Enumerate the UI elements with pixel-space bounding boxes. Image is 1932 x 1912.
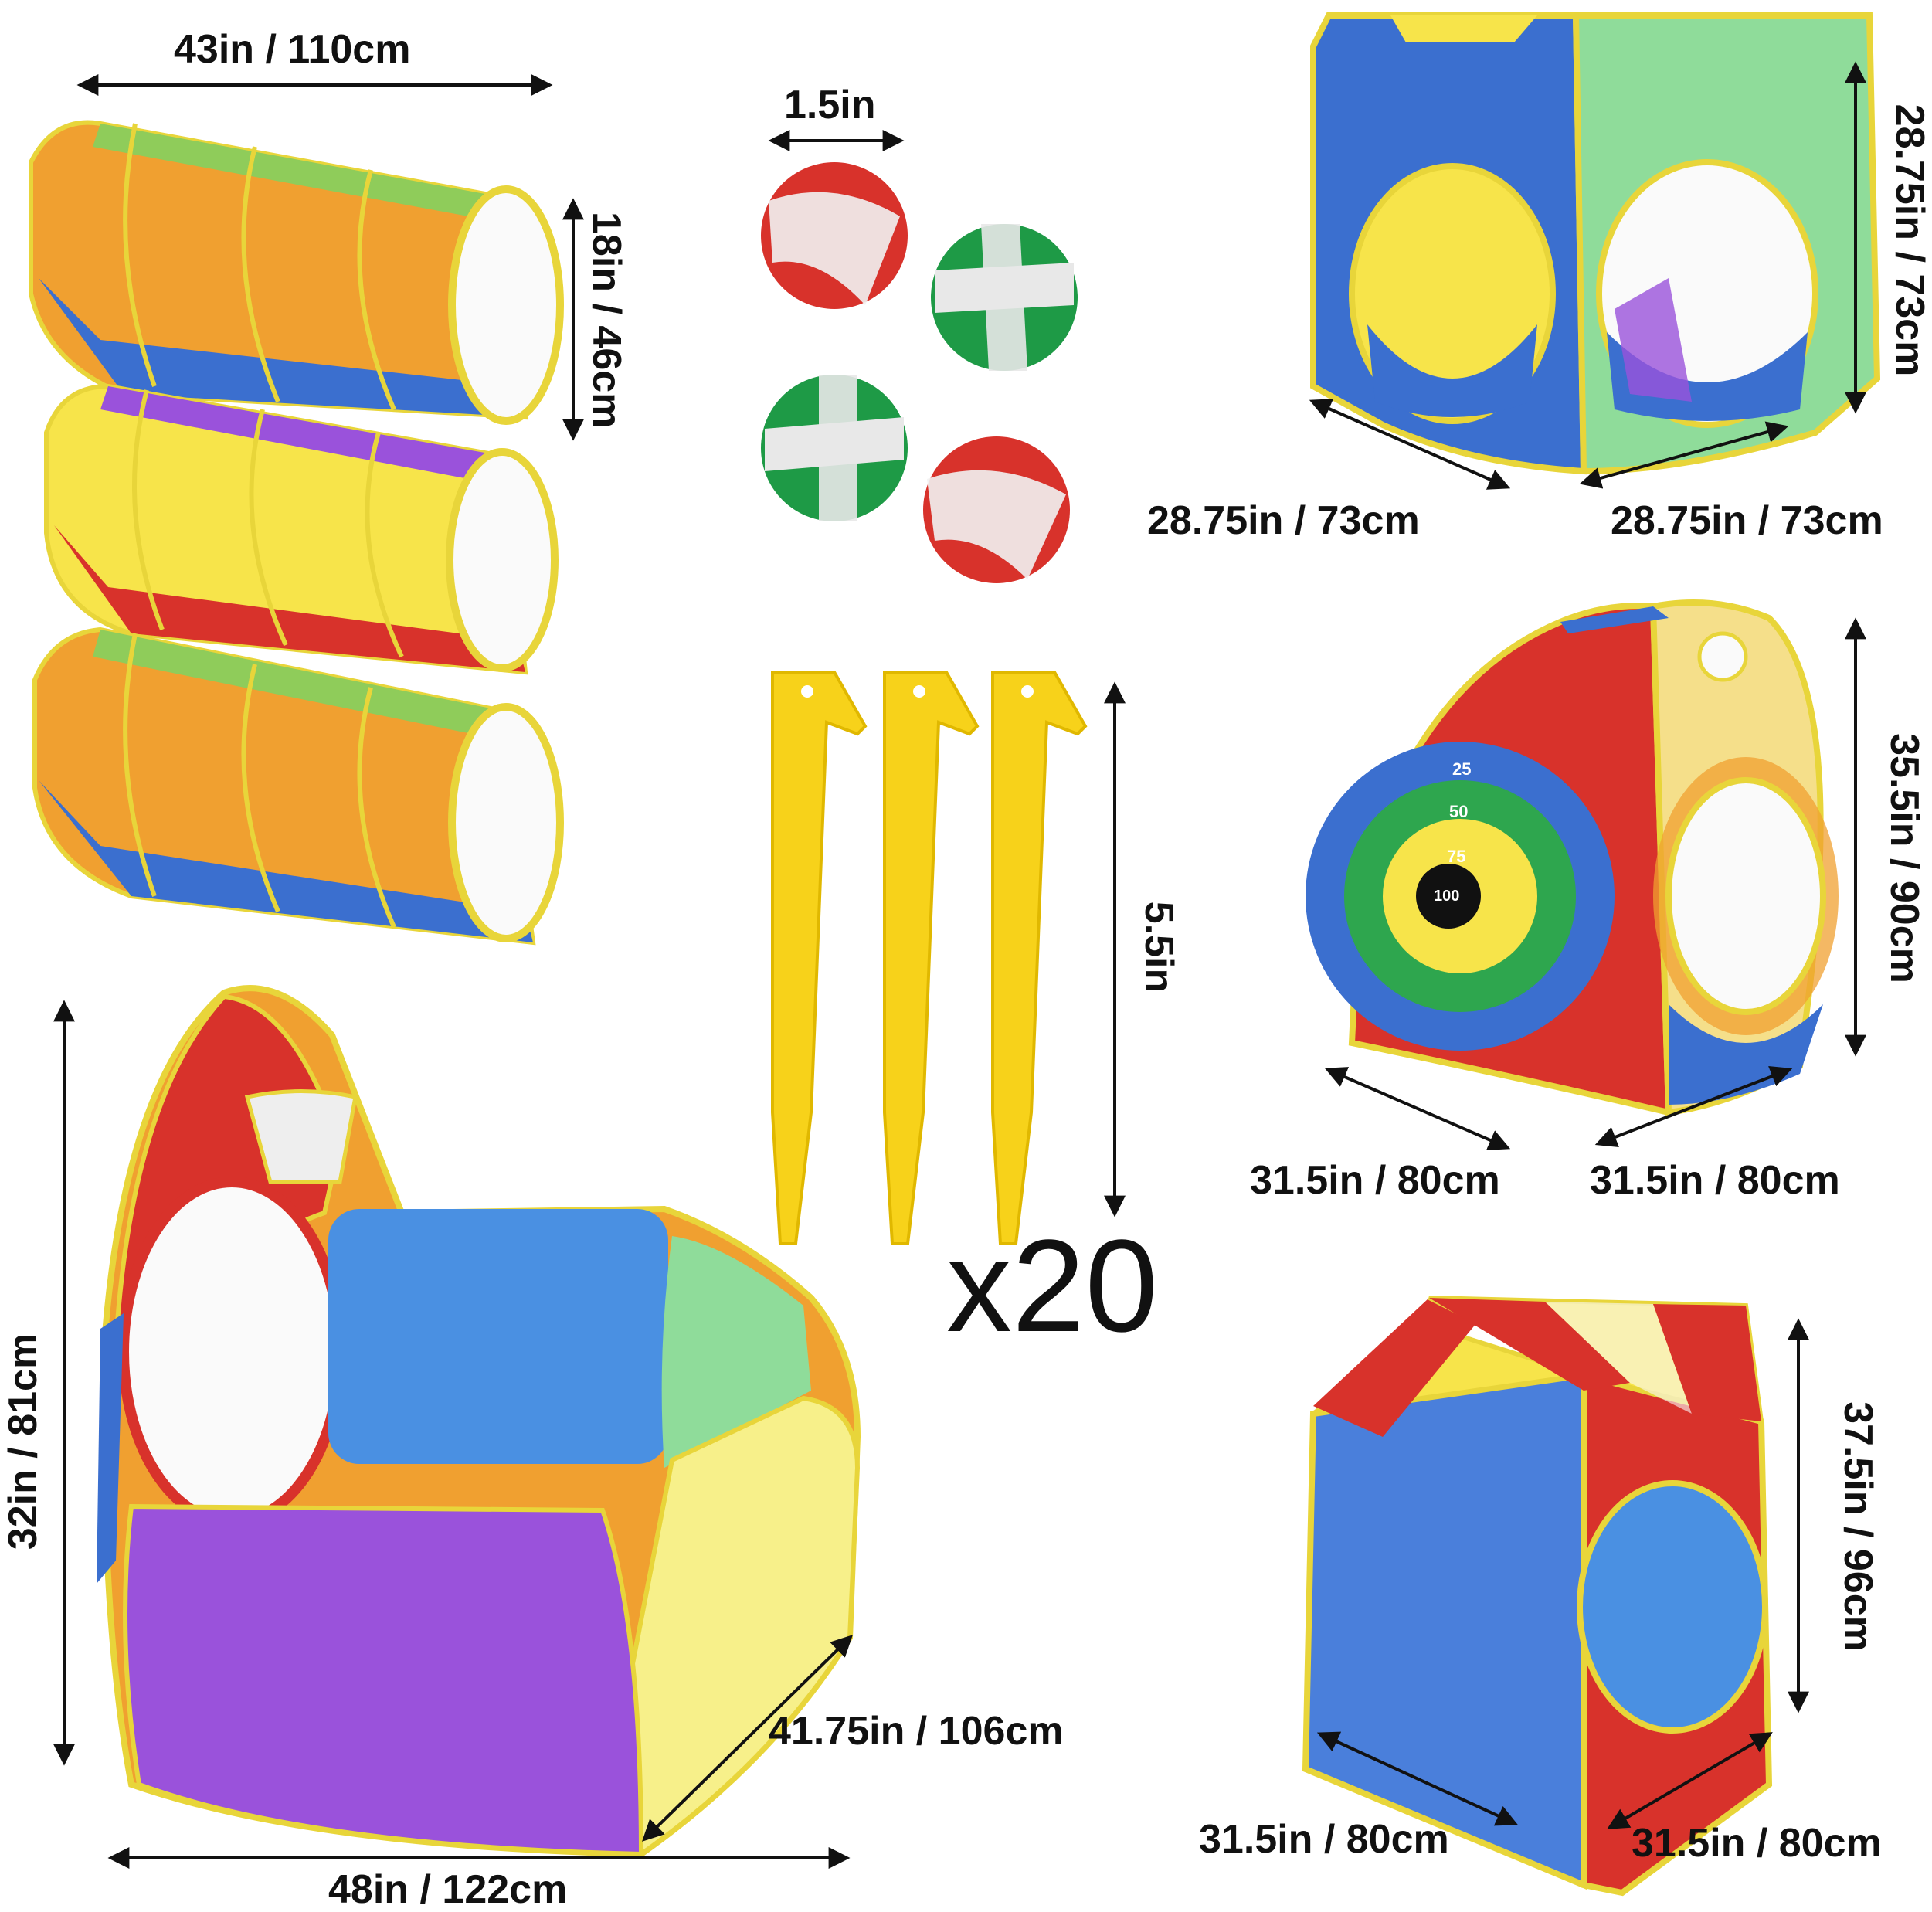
target-score-50: 50: [1449, 802, 1469, 821]
label-cube-height: 28.75in / 73cm: [1887, 104, 1932, 377]
arrow-target-tent-depth: [1594, 1066, 1793, 1147]
label-ball-diameter: 1.5in: [784, 83, 876, 127]
label-tunnel-length: 43in / 110cm: [174, 27, 411, 72]
ball-pit: [97, 985, 861, 1859]
label-target-tent-height: 35.5in / 90cm: [1882, 733, 1927, 983]
target-score-25: 25: [1452, 759, 1472, 779]
tunnel-1: [29, 120, 564, 425]
label-stake-length: 5.5in: [1136, 901, 1181, 993]
arrow-ball-pit-depth: [642, 1635, 853, 1842]
ball-pit-purple-panel: [123, 1503, 644, 1857]
label-house-tent-width: 31.5in / 80cm: [1199, 1817, 1449, 1862]
arrow-house-tent-width: [1316, 1731, 1519, 1826]
label-target-tent-depth: 31.5in / 80cm: [1590, 1158, 1840, 1203]
cube-tent: [1310, 12, 1881, 475]
basketball-hoop: [244, 1089, 358, 1184]
ball-2: [931, 224, 1078, 371]
ball-pit-blue-panel: [328, 1209, 668, 1464]
label-ball-pit-depth: 41.75in / 106cm: [769, 1709, 1064, 1754]
label-cube-depth: 28.75in / 73cm: [1611, 498, 1883, 543]
label-target-tent-width: 31.5in / 80cm: [1250, 1158, 1500, 1203]
label-stake-count: x20: [946, 1213, 1159, 1360]
label-tunnel-diameter: 18in / 46cm: [584, 212, 629, 429]
label-cube-width: 28.75in / 73cm: [1147, 498, 1420, 543]
dimension-arrows: [53, 61, 1866, 1869]
label-house-tent-depth: 31.5in / 80cm: [1632, 1821, 1882, 1866]
stakes: [771, 671, 1088, 1245]
house-tent: [1302, 1296, 1773, 1897]
arrow-target-tent-width: [1324, 1067, 1511, 1150]
arrow-cube-width: [1309, 399, 1511, 490]
target-tent: [1306, 599, 1839, 1117]
target-score-100: 100: [1434, 888, 1460, 905]
arrow-house-tent-depth: [1607, 1732, 1773, 1829]
label-house-tent-height: 37.5in / 96cm: [1835, 1401, 1880, 1652]
label-ball-pit-height: 32in / 81cm: [1, 1333, 46, 1550]
tunnel-3: [32, 627, 564, 946]
ball-1: [761, 162, 908, 309]
tunnel-2: [44, 383, 559, 675]
ball-3: [761, 375, 908, 521]
label-ball-pit-width: 48in / 122cm: [328, 1867, 568, 1912]
arrow-cube-depth: [1579, 421, 1789, 489]
target-score-75: 75: [1447, 847, 1466, 866]
ball-4: [923, 436, 1070, 583]
target-bullseye: [1416, 864, 1481, 929]
